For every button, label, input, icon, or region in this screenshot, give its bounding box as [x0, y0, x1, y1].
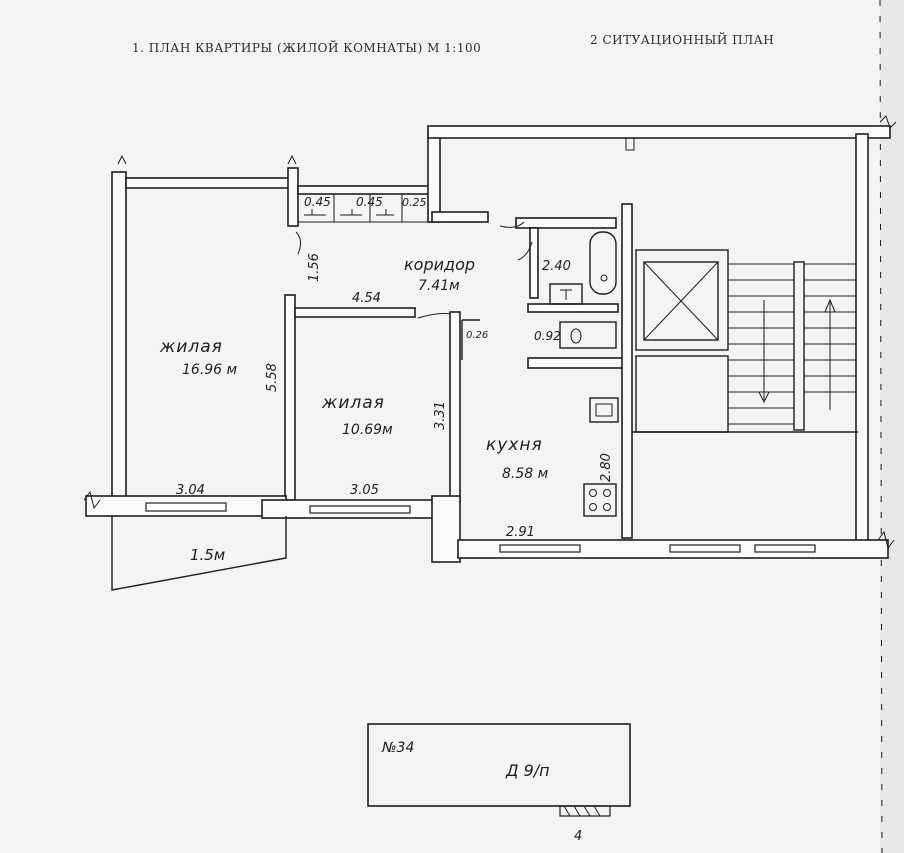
- windows: [145, 502, 816, 553]
- corridor-area: 7.41м: [418, 278, 460, 294]
- break-mark-top-left: [117, 154, 127, 165]
- dim-corridor-length: 4.54: [352, 291, 381, 306]
- elevator-cross-2: [643, 261, 719, 341]
- living1-area: 16.96 м: [182, 362, 238, 378]
- stair-landing-box: [635, 355, 729, 433]
- toilet-room-fixture: [559, 321, 617, 349]
- kitchen-stove: [583, 483, 617, 517]
- washbasin-tap: [560, 289, 572, 300]
- corridor-top-stub: [431, 211, 489, 223]
- dim-living1-width: 3.04: [176, 483, 205, 498]
- dim-toilet: 0.92: [534, 329, 561, 343]
- dim-kitchen-width: 2.91: [506, 525, 535, 540]
- window-stair-1: [669, 544, 741, 553]
- building-entrance-block: [559, 805, 611, 817]
- building-number: №34: [381, 740, 414, 756]
- balcony-area: 1.5м: [190, 546, 225, 564]
- entrance-marker: 4: [574, 829, 582, 844]
- corridor-name: коридор: [404, 255, 475, 274]
- left-exterior-wall: [111, 171, 127, 503]
- dim-closet-2: 0.45: [356, 195, 383, 209]
- partition-living1-living2: [284, 294, 296, 501]
- closets: [298, 194, 430, 223]
- kitchen-fixtures: [583, 397, 619, 517]
- elevator-cabin: [643, 261, 719, 341]
- stove-burner-2: [603, 489, 611, 497]
- living2-area: 10.69м: [342, 422, 393, 438]
- stairwell-column-mark: [625, 137, 635, 151]
- stairwell-top-wall: [427, 125, 891, 139]
- break-marks: [83, 115, 897, 550]
- living1-name: жилая: [159, 337, 223, 357]
- window-kitchen: [499, 544, 581, 553]
- dim-kitchen-depth: 2.80: [599, 453, 614, 482]
- stair-steps-left: [728, 263, 794, 425]
- door-swing-corridor: [499, 221, 525, 228]
- door-swing-living1: [295, 231, 302, 255]
- balcony: [111, 516, 287, 591]
- kitchen-left-wall: [449, 311, 461, 503]
- dim-niche: 0.26: [466, 330, 488, 341]
- closet-top-wall: [297, 185, 433, 195]
- kitchen-name: кухня: [486, 435, 543, 455]
- stair-arrow-up-head: [824, 298, 836, 313]
- balcony-outline: [111, 516, 287, 591]
- stove-burner-1: [589, 489, 597, 497]
- situation-plan: №34 Д 9/п 4: [367, 723, 631, 844]
- dim-living2-depth: 3.31: [433, 401, 448, 430]
- dim-bathroom: 2.40: [542, 259, 571, 274]
- bathtub-drain: [600, 274, 608, 282]
- stairwell: [625, 137, 858, 433]
- kitchen-top-wall: [527, 357, 627, 369]
- bathroom-top-wall: [515, 217, 617, 229]
- building-outline: [367, 723, 631, 807]
- building-label: Д 9/п: [505, 761, 550, 780]
- bottom-corner-block: [431, 495, 461, 563]
- dim-closet-1: 0.45: [304, 195, 331, 209]
- toilet-bowl: [570, 328, 582, 344]
- window-living2: [309, 505, 411, 514]
- dim-closet-3: 0.25: [402, 196, 427, 209]
- partition-wall-upper: [287, 167, 299, 227]
- bathtub: [589, 231, 617, 295]
- elevator-shaft-outer: [635, 249, 729, 351]
- situation-plan-title: 2 СИТУАЦИОННЫЙ ПЛАН: [590, 31, 774, 47]
- stair-railing: [793, 261, 805, 431]
- kitchen-area: 8.58 м: [502, 466, 549, 482]
- entrance-hatching: [563, 805, 601, 817]
- doors: [295, 221, 533, 319]
- break-mark-left: [83, 490, 101, 510]
- top-wall-living1: [125, 177, 291, 189]
- dim-living1-depth: 5.58: [265, 363, 280, 392]
- right-exterior-wall: [855, 133, 869, 543]
- sanitary-fixtures: [461, 231, 617, 360]
- plan-title: 1. ПЛАН КВАРТИРЫ (ЖИЛОЙ КОМНАТЫ) М 1:100: [132, 39, 481, 55]
- stairwell-left-wall: [427, 131, 441, 223]
- bathroom-left-wall: [529, 227, 539, 299]
- window-stair-2: [754, 544, 816, 553]
- bath-toilet-divider: [527, 303, 619, 313]
- closet-door-marks: [304, 209, 394, 216]
- scan-edge-shadow: [880, 0, 904, 853]
- living2-name: жилая: [321, 393, 385, 413]
- kitchen-sink: [589, 397, 619, 423]
- break-mark-top-mid: [287, 154, 297, 165]
- washbasin: [549, 283, 583, 305]
- stove-burner-4: [603, 503, 611, 511]
- dim-living2-width: 3.05: [350, 483, 379, 498]
- window-living1: [145, 502, 227, 512]
- niche-outline: [461, 319, 480, 360]
- break-mark-bottom-right: [877, 530, 895, 550]
- door-swing-bath: [517, 241, 533, 261]
- stove-burner-3: [589, 503, 597, 511]
- kitchen-sink-bowl: [595, 403, 613, 417]
- living2-top-wall: [294, 307, 416, 318]
- stair-arrow-down-head: [758, 391, 770, 404]
- dim-corridor-width: 1.56: [307, 253, 322, 282]
- break-mark-top-right: [879, 115, 897, 129]
- shaft-wall: [621, 203, 633, 539]
- door-swing-living2: [417, 313, 451, 319]
